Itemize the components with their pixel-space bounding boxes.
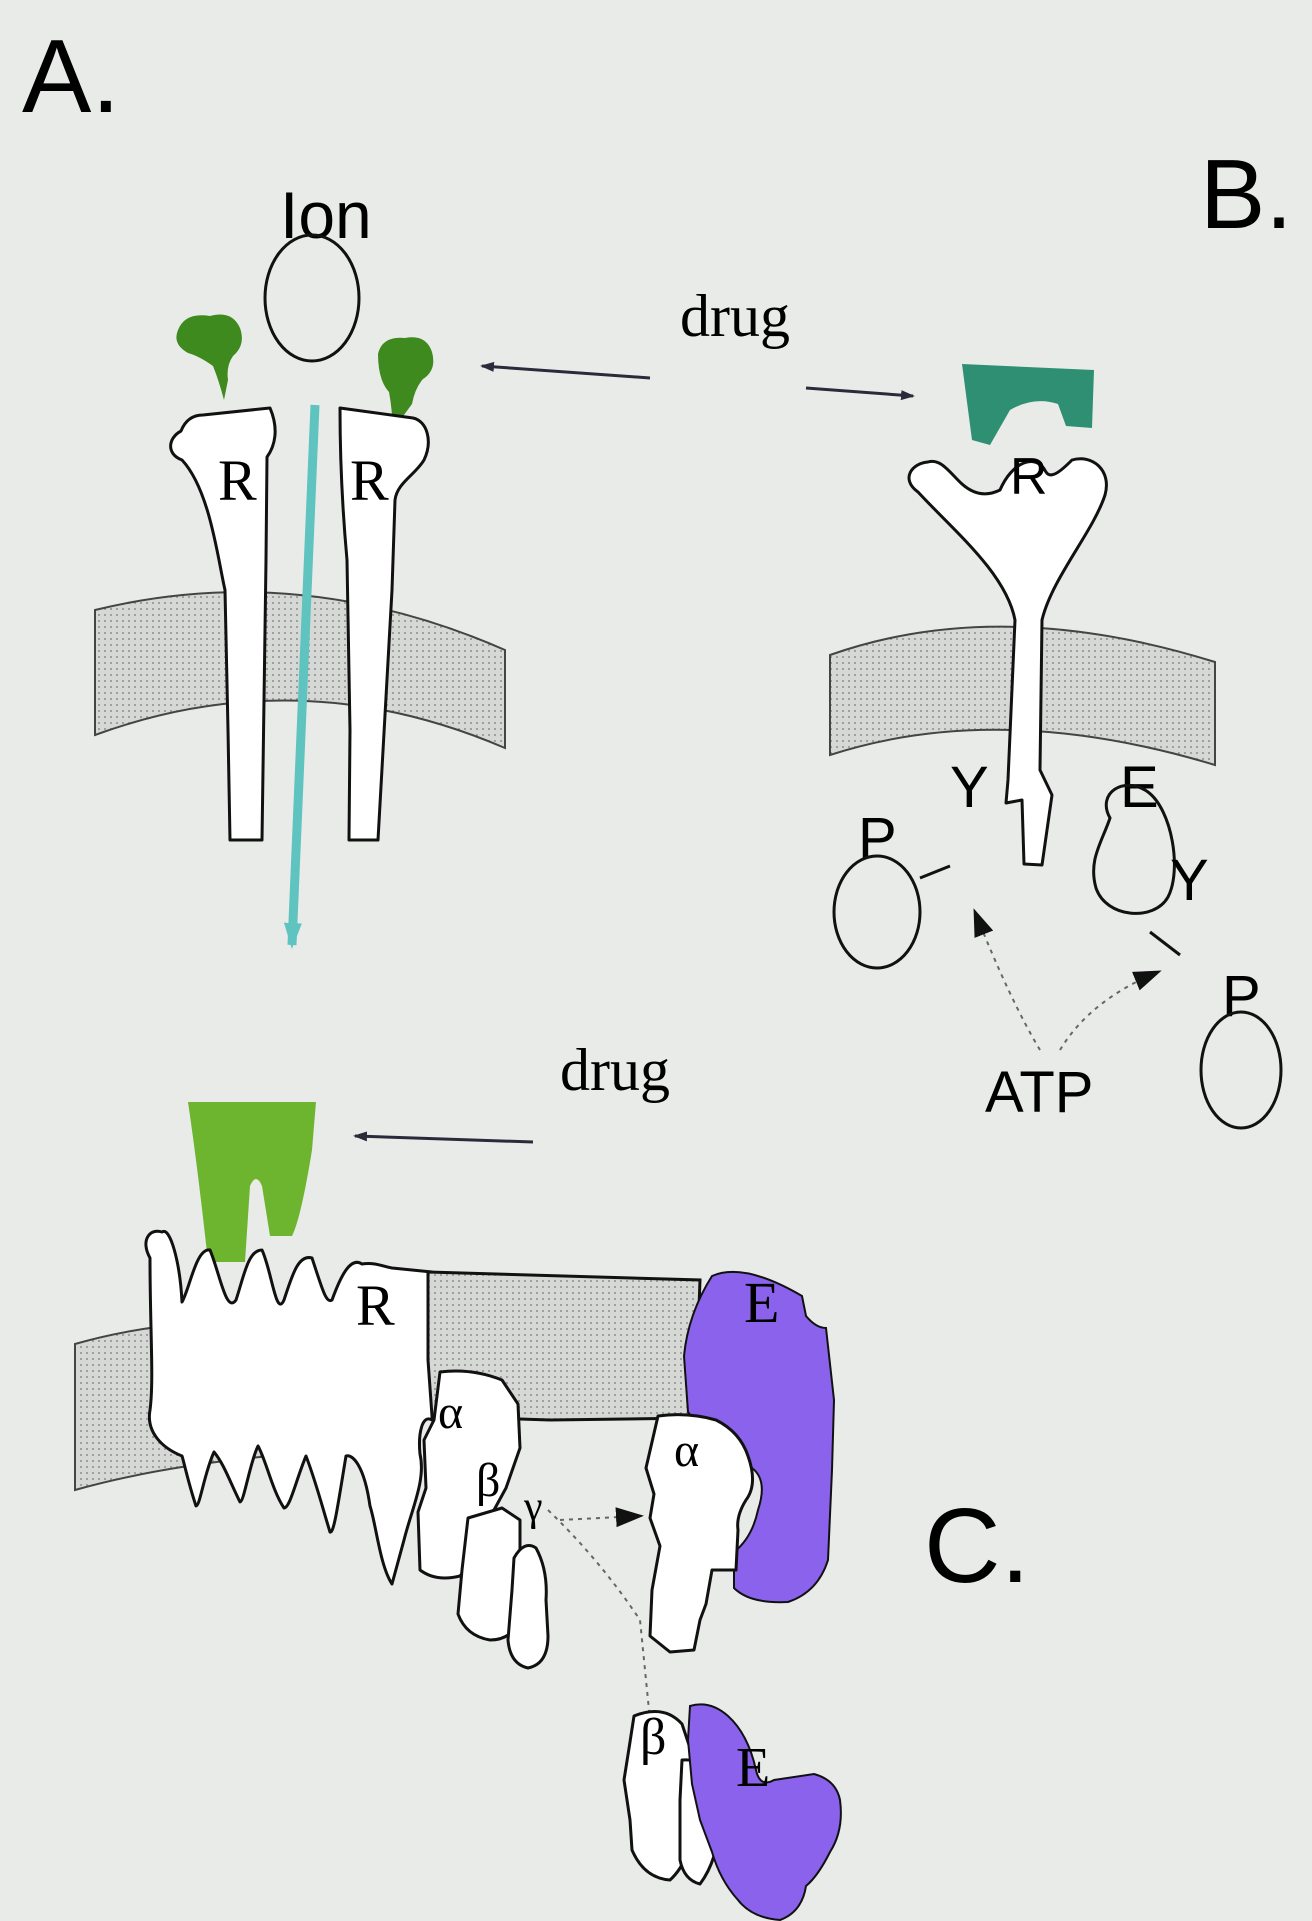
- receptor-b-label: R: [1010, 448, 1048, 506]
- atp-label: ATP: [985, 1060, 1094, 1125]
- phosphate-right-circle: [1201, 1012, 1281, 1128]
- phosphate-left-link: [920, 866, 950, 878]
- enzyme-free-label: E: [736, 1737, 770, 1799]
- alpha-left-label: α: [438, 1386, 463, 1439]
- panel-a: A. Ion R R: [22, 19, 650, 945]
- alpha-right-label: α: [674, 1424, 699, 1477]
- drug-teal: [962, 364, 1094, 445]
- panel-b-drug-label: drug: [680, 283, 790, 349]
- drug-arrow-to-c: [355, 1136, 533, 1142]
- phosphate-right-label: P: [1222, 964, 1261, 1029]
- enzyme-c-label: E: [744, 1270, 779, 1335]
- panel-a-label: A.: [22, 19, 120, 135]
- release-arrow: [548, 1510, 650, 1720]
- receptor-a-right-label: R: [350, 448, 389, 513]
- alpha-right: [646, 1415, 753, 1652]
- beta-free-label: β: [640, 1709, 666, 1766]
- panel-b: B. drug R Y E Y P P ATP: [680, 139, 1293, 1128]
- gamma-label: γ: [523, 1484, 543, 1530]
- receptor-c-label: R: [356, 1273, 395, 1338]
- gamma-subunit: [508, 1546, 548, 1668]
- panel-c-label: C.: [924, 1487, 1030, 1605]
- panel-c: drug R α β γ E α β E C.: [75, 1037, 1030, 1920]
- phosphate-left-circle: [834, 856, 920, 968]
- tyrosine-left-label: Y: [950, 755, 989, 820]
- drug-lightgreen: [188, 1102, 316, 1262]
- betagamma-to-alpha-arrow: [560, 1516, 640, 1520]
- panel-c-drug-label: drug: [560, 1037, 670, 1103]
- tyrosine-right-label: Y: [1170, 848, 1209, 913]
- drug-blob-left: [176, 315, 242, 401]
- panel-b-label: B.: [1200, 139, 1293, 249]
- drug-arrow-to-b: [806, 388, 913, 396]
- enzyme-link: [1150, 932, 1180, 955]
- drug-arrow-to-a: [482, 366, 650, 378]
- atp-arrow-left: [975, 912, 1040, 1050]
- atp-arrow-right: [1060, 972, 1158, 1050]
- receptor-a-left-label: R: [218, 448, 257, 513]
- phosphate-left-label: P: [858, 806, 897, 871]
- beta-label: β: [476, 1454, 500, 1507]
- ion-circle: [265, 235, 359, 361]
